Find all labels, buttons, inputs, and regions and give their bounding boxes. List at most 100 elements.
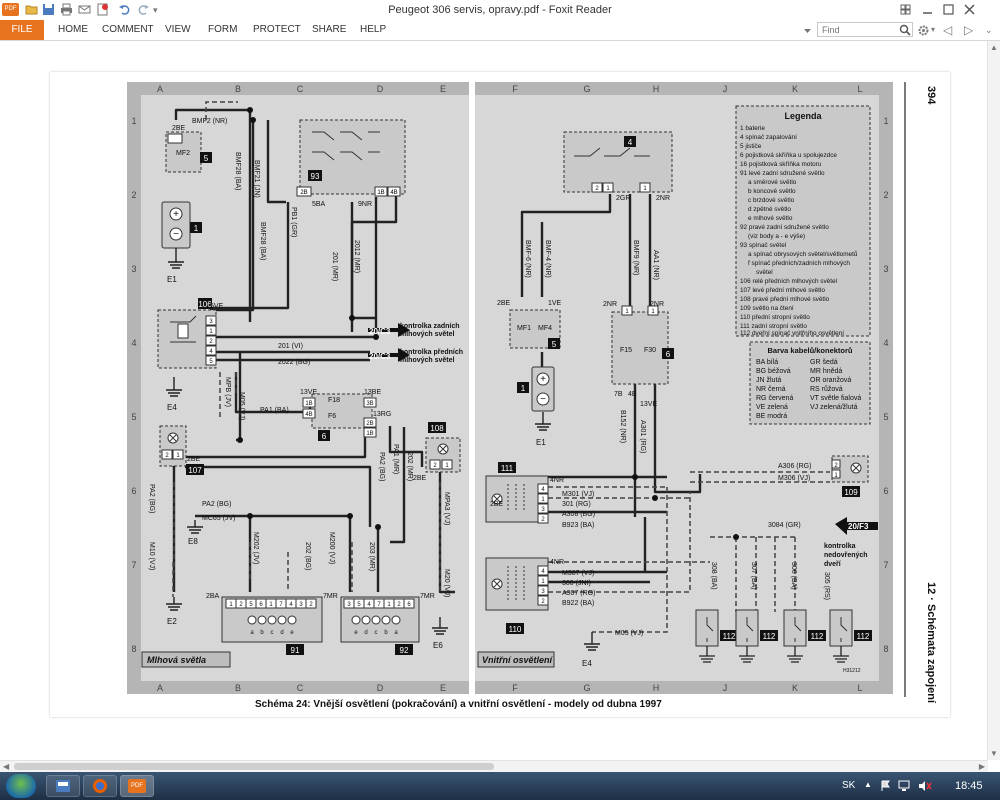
wire-label: 1VE — [548, 300, 562, 307]
legend-item: (viz body a - e výše) — [748, 233, 805, 240]
wire-label: A308 (BG) — [562, 511, 595, 518]
wire-label: BMF2 (NR) — [192, 118, 227, 125]
save-icon[interactable] — [42, 3, 55, 16]
vertical-scrollbar[interactable]: ▲ ▼ — [987, 41, 1000, 760]
legend-item: 16 pojistková skříňka motoru — [740, 161, 822, 168]
tray-expand-icon[interactable]: ▲ — [864, 780, 872, 789]
open-folder-icon[interactable] — [25, 3, 38, 16]
minimize-icon[interactable] — [921, 3, 934, 16]
dropdown-icon[interactable] — [801, 24, 814, 37]
flag-icon[interactable] — [880, 780, 892, 792]
legend-title: Legenda — [784, 111, 822, 121]
language-indicator[interactable]: SK — [842, 780, 856, 791]
wire-label: BMF9 (NR) — [632, 240, 639, 275]
scroll-down-icon[interactable]: ▼ — [990, 749, 998, 758]
find-input[interactable] — [817, 22, 913, 37]
prev-result-icon[interactable]: ◁ — [943, 23, 953, 37]
wire-label: M307 (VJ) — [562, 570, 594, 577]
col-label: L — [857, 683, 862, 693]
component-4: 4 — [628, 138, 633, 147]
component-6r: 6 — [666, 350, 671, 359]
close-icon[interactable] — [963, 3, 976, 16]
ref-20c3: 20/C3 — [369, 352, 391, 361]
wire-label: 2BE — [490, 501, 504, 508]
legend-item: a spínač obrysových světel/světlometů — [748, 250, 858, 258]
tab-form[interactable]: FORM — [208, 24, 238, 35]
fuse-label: MF1 — [517, 325, 531, 332]
wire-color: BG béžová — [756, 368, 791, 375]
pin: 1 — [445, 463, 449, 469]
title-bar: PDF ▾ Peugeot 306 servis, opravy.pdf - F… — [0, 0, 1000, 21]
collapse-ribbon-icon[interactable]: ⌄ — [985, 25, 993, 35]
taskbar-explorer[interactable] — [46, 775, 80, 797]
row-label: 7 — [883, 560, 888, 570]
legend-item: 109 světlo na čtení — [740, 305, 794, 312]
restore-layout-icon[interactable] — [899, 3, 912, 16]
wire-label: 201 (MR) — [331, 252, 338, 281]
wire-label: PA1 (BA) — [260, 407, 289, 414]
tab-view[interactable]: VIEW — [165, 24, 191, 35]
wire-label: PA2 (BG) — [148, 484, 155, 513]
settings-gear-icon[interactable] — [917, 24, 930, 37]
legend-item: e mlhové světlo — [748, 215, 793, 222]
file-tab[interactable]: FILE — [0, 20, 44, 40]
start-button[interactable] — [6, 774, 36, 798]
component-6: 6 — [322, 432, 327, 441]
pin: 2 — [209, 339, 213, 345]
legend-item: a směrové světlo — [748, 179, 797, 186]
maximize-icon[interactable] — [942, 3, 955, 16]
redo-icon[interactable] — [137, 3, 150, 16]
network-icon[interactable] — [898, 780, 912, 792]
app-logo-icon: PDF — [2, 3, 19, 16]
taskbar-firefox[interactable] — [83, 775, 117, 797]
wire-label: 13VE — [300, 389, 317, 396]
component-1: 1 — [194, 224, 199, 233]
annotation: mlhových světel — [400, 331, 455, 338]
volume-muted-icon[interactable] — [918, 780, 932, 792]
wire-label: M05 (VJ) — [238, 392, 245, 420]
wire-label: 2GR — [616, 195, 630, 202]
lamp-sub: b — [384, 630, 388, 636]
wire-label: 7B — [614, 391, 623, 398]
search-icon[interactable] — [899, 24, 912, 37]
pin: 2 — [834, 463, 838, 469]
tab-comment[interactable]: COMMENT — [102, 24, 154, 35]
create-pdf-icon[interactable] — [96, 3, 109, 16]
lamp-sub: c — [271, 630, 274, 636]
legend-item: 92 pravé zadní sdružené světlo — [740, 224, 829, 231]
drawing-id: H31212 — [843, 668, 861, 674]
pin: 4 — [289, 602, 293, 608]
col-label: E — [440, 84, 446, 94]
lamp-sub: d — [280, 630, 283, 636]
col-label: D — [377, 84, 384, 94]
next-result-icon[interactable]: ▷ — [964, 23, 974, 37]
tab-protect[interactable]: PROTECT — [253, 24, 301, 35]
scroll-left-icon[interactable]: ◀ — [3, 762, 10, 771]
wire-label: 308 (BA) — [710, 562, 717, 590]
pin: 5 — [357, 602, 361, 608]
wire-label: 2012 (MR) — [353, 240, 360, 273]
undo-icon[interactable] — [118, 3, 131, 16]
taskbar-foxit[interactable]: PDF — [120, 775, 154, 797]
settings-chevron-icon[interactable]: ▾ — [931, 25, 936, 34]
print-icon[interactable] — [60, 3, 73, 16]
email-icon[interactable] — [78, 3, 91, 16]
component-92: 92 — [400, 646, 409, 655]
wire-label: 2BE — [497, 300, 511, 307]
horizontal-scrollbar[interactable]: ◀ ▶ — [0, 760, 988, 773]
scroll-up-icon[interactable]: ▲ — [990, 43, 998, 52]
tab-help[interactable]: HELP — [360, 24, 387, 35]
wire-label: M20 (VJ) — [443, 569, 450, 597]
fuse-label: F18 — [328, 397, 340, 404]
horizontal-scroll-thumb[interactable] — [14, 763, 494, 770]
pin: 1 — [834, 473, 838, 479]
row-label: 6 — [883, 486, 888, 496]
scroll-right-icon[interactable]: ▶ — [978, 762, 985, 771]
tab-home[interactable]: HOME — [58, 24, 88, 35]
clock[interactable]: 18:45 — [955, 780, 983, 792]
tab-share[interactable]: SHARE — [312, 24, 347, 35]
wire-label: 3084 (GR) — [768, 522, 801, 529]
customize-toolbar-icon[interactable]: ▾ — [153, 5, 158, 15]
svg-text:−: − — [540, 394, 546, 405]
fuse-label: F6 — [328, 413, 336, 420]
